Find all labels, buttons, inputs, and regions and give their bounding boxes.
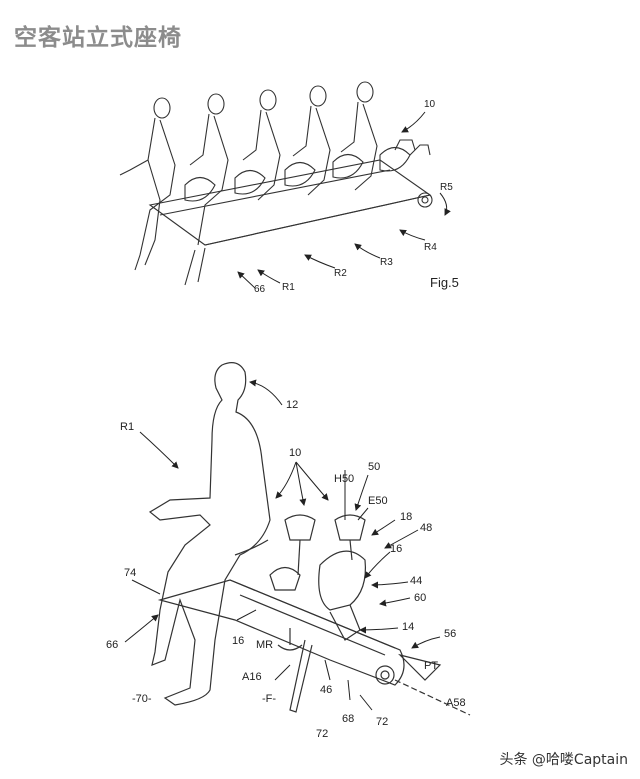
saddle-front — [318, 550, 367, 611]
label-ref-48: 48 — [420, 522, 432, 534]
label-ref-60: 60 — [414, 592, 426, 604]
detail-arrows — [124, 379, 441, 711]
seat-beam — [157, 579, 405, 686]
label-ref-72-right: 72 — [376, 716, 388, 728]
fig5-arrows — [237, 111, 451, 289]
label-ref-16-right: 16 — [390, 543, 402, 555]
passenger-outline — [148, 362, 271, 706]
label-ref-68: 68 — [342, 713, 354, 725]
label-ref-10-bottom: 10 — [289, 447, 301, 459]
label-ref-66-bottom: 66 — [106, 639, 118, 651]
label-ref-66-top: 66 — [254, 284, 266, 295]
label-ref-74: 74 — [124, 567, 136, 579]
label-pt: PT — [424, 660, 438, 672]
passenger-group — [119, 81, 378, 271]
label-r5: R5 — [440, 182, 453, 193]
label-f: -F- — [262, 693, 276, 705]
label-ref-72-bottom: 72 — [316, 728, 328, 740]
label-e50: E50 — [368, 495, 388, 507]
label-ref-18: 18 — [400, 511, 412, 523]
label-r3: R3 — [380, 257, 393, 268]
saddle-back — [269, 566, 301, 591]
seat-row — [184, 139, 431, 202]
label-ref-12: 12 — [286, 399, 298, 411]
label-mr: MR — [256, 639, 273, 651]
label-ref-50: 50 — [368, 461, 380, 473]
label-ref-14: 14 — [402, 621, 414, 633]
label-ref-56: 56 — [444, 628, 456, 640]
label-ref-44: 44 — [410, 575, 422, 587]
label-ref-10-top: 10 — [424, 99, 436, 110]
fig5-drawing — [119, 81, 433, 286]
label-r2: R2 — [334, 268, 347, 279]
watermark: 头条 @哈喽Captain — [499, 752, 628, 768]
label-h50: H50 — [334, 473, 354, 485]
label-ref-70: -70- — [132, 693, 152, 705]
support-leg — [289, 639, 313, 713]
label-ref-16-left: 16 — [232, 635, 244, 647]
label-r1-bottom: R1 — [120, 421, 134, 433]
fig5-caption: Fig.5 — [430, 275, 459, 290]
label-r4: R4 — [424, 242, 437, 253]
label-ref-46: 46 — [320, 684, 332, 696]
label-r1-top: R1 — [282, 282, 295, 293]
page-title: 空客站立式座椅 — [14, 25, 182, 51]
label-a16: A16 — [242, 671, 262, 683]
label-a58: A58 — [446, 697, 466, 709]
seat-detail-drawing — [148, 362, 471, 716]
